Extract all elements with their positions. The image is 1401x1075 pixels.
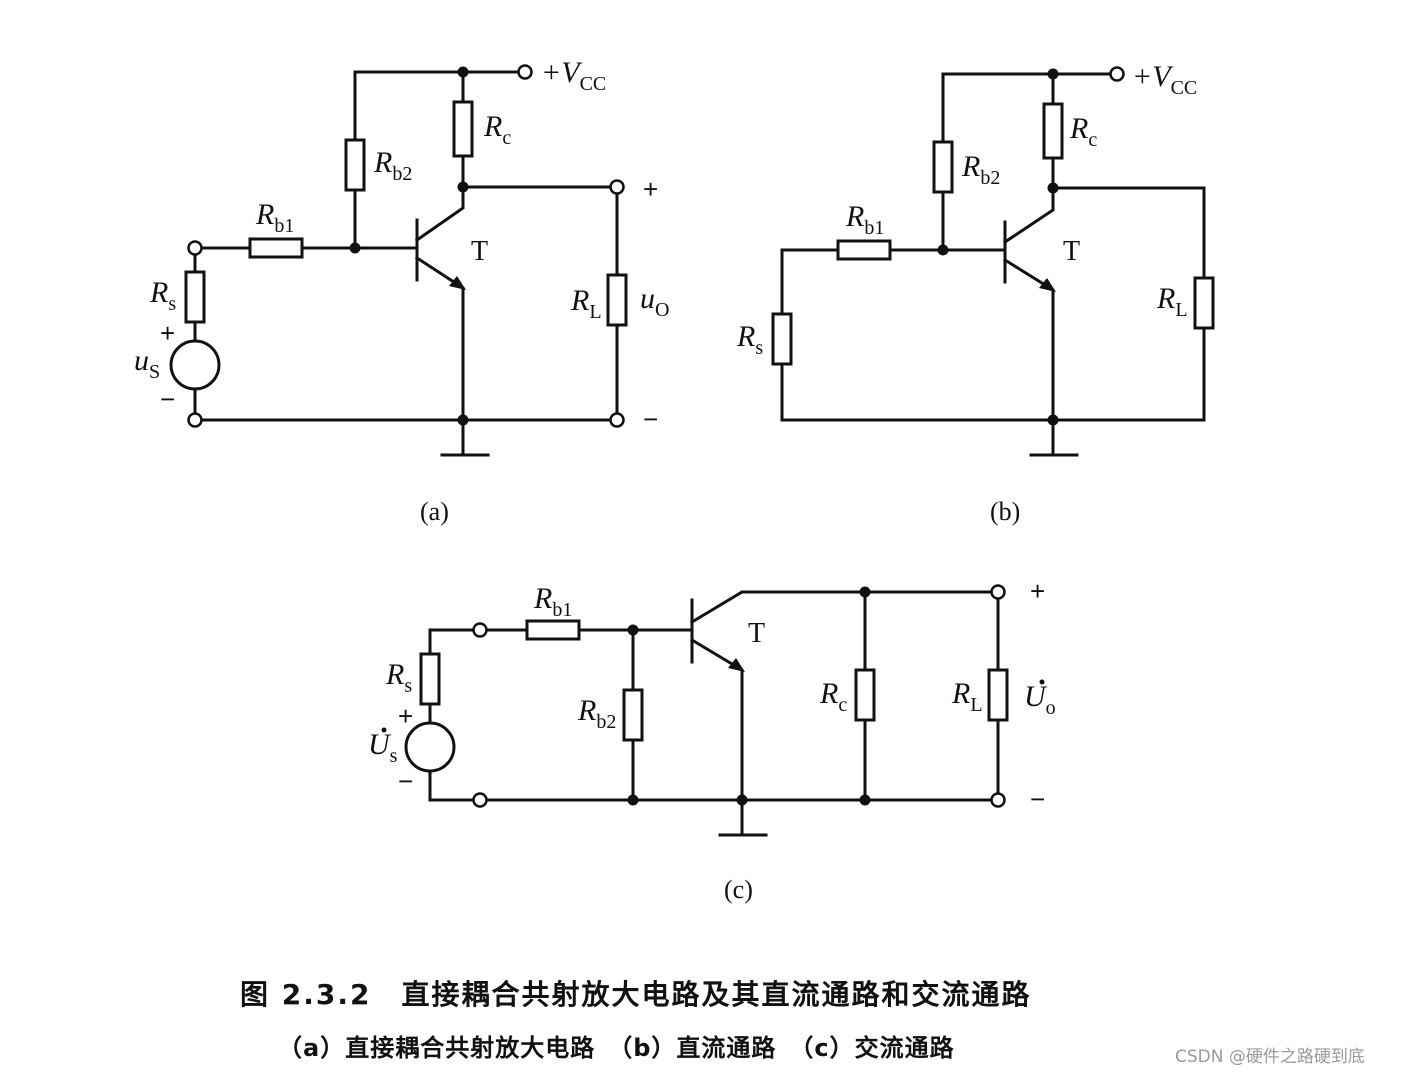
resistor-rc — [1042, 102, 1064, 160]
resistor-rb2 — [932, 140, 954, 194]
caption-a: (a) — [420, 497, 449, 526]
resistor-rc — [854, 668, 876, 722]
vcc-label: +VCC — [541, 56, 606, 95]
voltage-source — [169, 339, 221, 391]
watermark: CSDN @硬件之路硬到底 — [1175, 1047, 1365, 1067]
resistor-rb1 — [836, 239, 892, 261]
plus-sign: + — [643, 174, 658, 204]
terminal — [472, 622, 488, 638]
rl-label: RL — [570, 284, 602, 323]
wire — [1002, 186, 1055, 245]
wire — [718, 798, 768, 837]
rs-label: Rs — [736, 320, 763, 359]
junction — [859, 794, 871, 806]
rb2-label: Rb2 — [577, 694, 616, 733]
voltage-source — [404, 721, 456, 773]
us-label: Us — [368, 728, 398, 767]
junction — [457, 414, 469, 426]
source-minus-sign: − — [160, 384, 175, 414]
uo-label: uO — [640, 282, 669, 321]
plus-sign: + — [1030, 576, 1045, 606]
circuit-a: +VCC Rc Rb2 Rb1 Rs RL uS uO T + − + − (a… — [134, 56, 669, 526]
source-plus-sign: + — [160, 318, 175, 348]
resistor-rl — [1193, 276, 1215, 330]
resistor-rs — [771, 312, 793, 366]
source-plus-sign: + — [398, 701, 413, 731]
resistor-rl — [987, 668, 1009, 722]
terminal — [472, 792, 488, 808]
terminal — [990, 792, 1006, 808]
junction — [1047, 182, 1059, 194]
emitter-arrow — [449, 276, 466, 290]
terminal — [1109, 66, 1125, 82]
junction — [859, 586, 871, 598]
resistor-rb1 — [248, 237, 304, 259]
circuit-b: +VCC Rc Rb2 Rb1 Rs RL T (b) — [736, 60, 1215, 526]
junction — [736, 794, 748, 806]
figure-subtitle: （a）直接耦合共射放大电路 （b）直流通路 （c）交流通路 — [278, 1034, 955, 1062]
transistor-label: T — [1063, 236, 1080, 267]
rl-label: RL — [1156, 282, 1188, 321]
terminal — [609, 412, 625, 428]
transistor-label: T — [471, 236, 488, 267]
junction — [937, 244, 949, 256]
wire — [780, 248, 1206, 422]
rc-label: Rc — [483, 110, 511, 149]
rb1-label: Rb1 — [533, 582, 572, 621]
emitter-arrow — [728, 658, 745, 672]
wire — [440, 418, 490, 457]
rb1-label: Rb1 — [255, 198, 294, 237]
rb2-label: Rb2 — [373, 146, 412, 185]
wire — [414, 185, 465, 243]
terminal — [187, 240, 203, 256]
junction — [349, 242, 361, 254]
caption-b: (b) — [990, 497, 1020, 526]
rs-label: Rs — [149, 276, 176, 315]
wire — [689, 590, 1000, 625]
vcc-label: +VCC — [1132, 60, 1197, 99]
terminal — [517, 64, 533, 80]
figure-title: 图 2.3.2 直接耦合共射放大电路及其直流通路和交流通路 — [240, 978, 1031, 1011]
minus-sign: − — [1030, 784, 1045, 814]
terminal — [187, 412, 203, 428]
rc-label: Rc — [819, 677, 847, 716]
transistor-label: T — [748, 618, 765, 649]
wire — [1051, 186, 1206, 422]
rb1-label: Rb1 — [845, 200, 884, 239]
wire — [1029, 418, 1079, 457]
resistor-rl — [606, 273, 628, 327]
rc-label: Rc — [1069, 112, 1097, 151]
circuit-c: Rb1 Rs Rb2 Rc RL Us Uo T + − + − (c) — [368, 576, 1056, 904]
resistor-rs — [184, 270, 206, 324]
resistor-rc — [452, 100, 474, 158]
resistor-rb2 — [622, 688, 644, 742]
junction — [627, 794, 639, 806]
junction — [627, 624, 639, 636]
caption-c: (c) — [724, 875, 753, 904]
emitter-arrow — [1039, 278, 1056, 292]
terminal — [990, 584, 1006, 600]
phasor-dot — [381, 727, 387, 733]
junction — [457, 66, 469, 78]
rb2-label: Rb2 — [961, 150, 1000, 189]
resistor-rb2 — [344, 138, 366, 192]
resistor-rs — [419, 652, 441, 706]
rl-label: RL — [951, 677, 983, 716]
junction — [1047, 68, 1059, 80]
minus-sign: − — [643, 404, 658, 434]
phasor-dot — [1039, 679, 1045, 685]
terminal — [609, 179, 625, 195]
junction — [457, 181, 469, 193]
rs-label: Rs — [385, 658, 412, 697]
junction — [1047, 414, 1059, 426]
us-label: uS — [134, 344, 160, 383]
source-minus-sign: − — [398, 766, 413, 796]
uo-label: Uo — [1024, 680, 1056, 719]
resistor-rb1 — [525, 619, 581, 641]
